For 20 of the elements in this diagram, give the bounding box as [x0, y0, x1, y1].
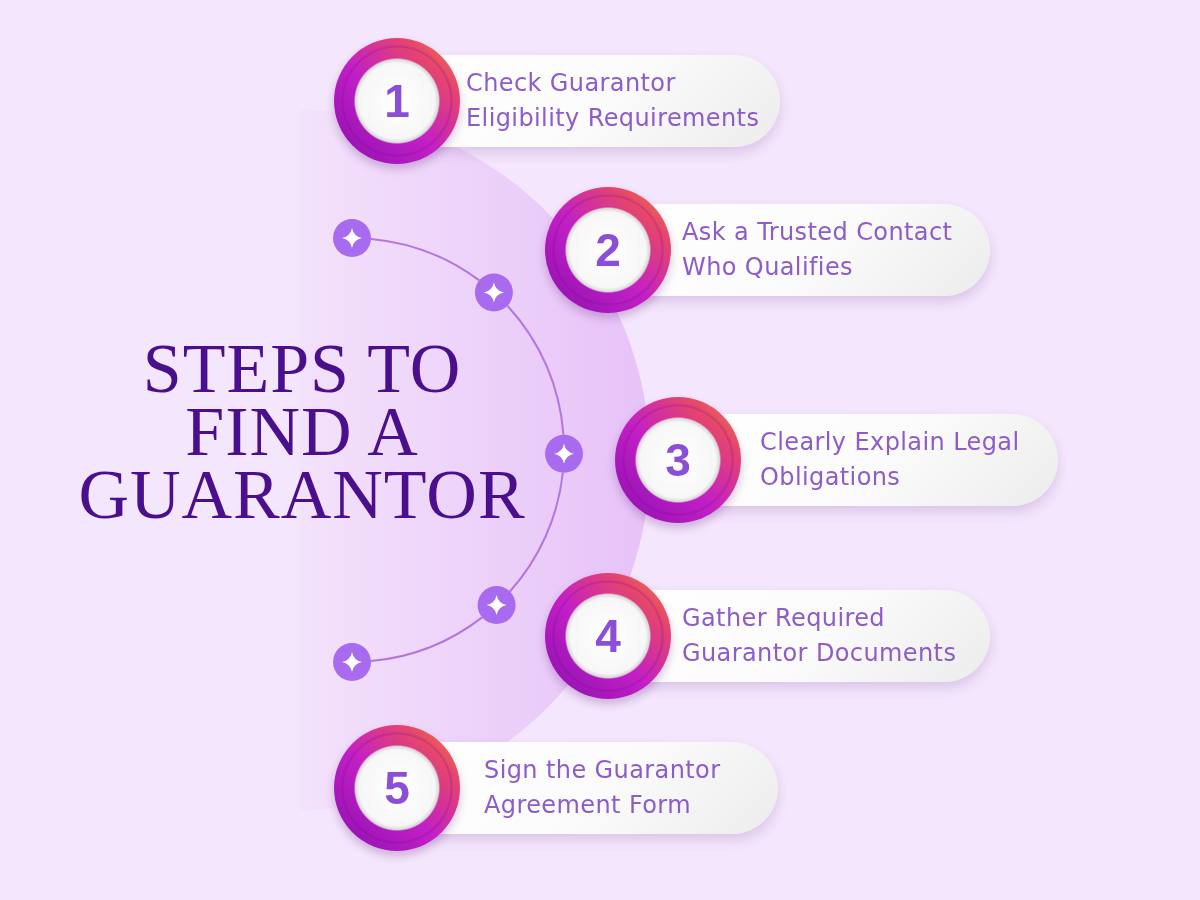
- connector-line: [370, 616, 484, 663]
- sparkle-icon: [477, 586, 516, 624]
- sparkle-icon: [333, 219, 371, 257]
- step-number: 1: [384, 78, 410, 124]
- step-number: 4: [595, 613, 621, 659]
- connector-line: [506, 304, 565, 436]
- sparkle-icon: [474, 273, 513, 312]
- connector-line: [370, 237, 481, 282]
- connector-line: [508, 471, 564, 593]
- sparkle-icon: [333, 643, 371, 681]
- sparkle-icon: [545, 434, 583, 473]
- step-text: Clearly Explain Legal Obligations: [760, 427, 1020, 493]
- step-number: 5: [384, 765, 410, 811]
- step-text: Gather Required Guarantor Documents: [682, 603, 957, 669]
- step-text: Sign the Guarantor Agreement Form: [484, 755, 721, 821]
- step-text: Ask a Trusted Contact Who Qualifies: [682, 217, 953, 283]
- step-number: 2: [595, 227, 621, 273]
- step-number: 3: [665, 437, 691, 483]
- title-heading: STEPS TO FIND A GUARANTOR: [77, 337, 527, 526]
- step-text: Check Guarantor Eligibility Requirements: [466, 68, 760, 134]
